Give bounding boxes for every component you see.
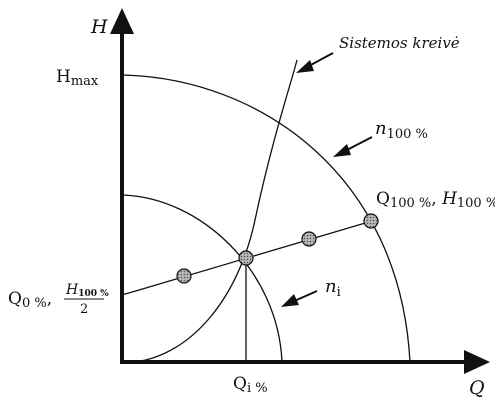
arrow-system-curve	[296, 52, 334, 73]
q0-fraction-numerator: H100 %	[65, 282, 109, 299]
pump-curve-ni	[121, 194, 283, 363]
q0-label: Q0 %,	[8, 289, 52, 311]
pump-curve-n100	[121, 74, 411, 363]
ni-label: ni	[325, 276, 341, 300]
y-axis-label: H	[90, 16, 108, 38]
qi-label: Qi %	[233, 374, 268, 396]
hmax-label: Hmax	[56, 67, 99, 89]
x-axis-label: Q	[469, 377, 485, 399]
n100-label: n100 %	[375, 118, 428, 142]
y-axis-arrow	[110, 8, 134, 34]
operating-point-3	[301, 231, 317, 247]
arrow-ni	[281, 290, 318, 307]
operating-point-2	[238, 250, 254, 266]
system-curve	[134, 59, 298, 363]
arrow-n100	[333, 136, 373, 157]
system-curve-label: Sistemos kreivė	[339, 34, 460, 52]
operating-point-4	[363, 213, 379, 229]
point100-label: Q100 %, H100 %	[376, 189, 495, 211]
x-axis-arrow	[464, 350, 490, 374]
q0-fraction-denominator: 2	[80, 302, 88, 317]
operating-point-1	[176, 268, 192, 284]
